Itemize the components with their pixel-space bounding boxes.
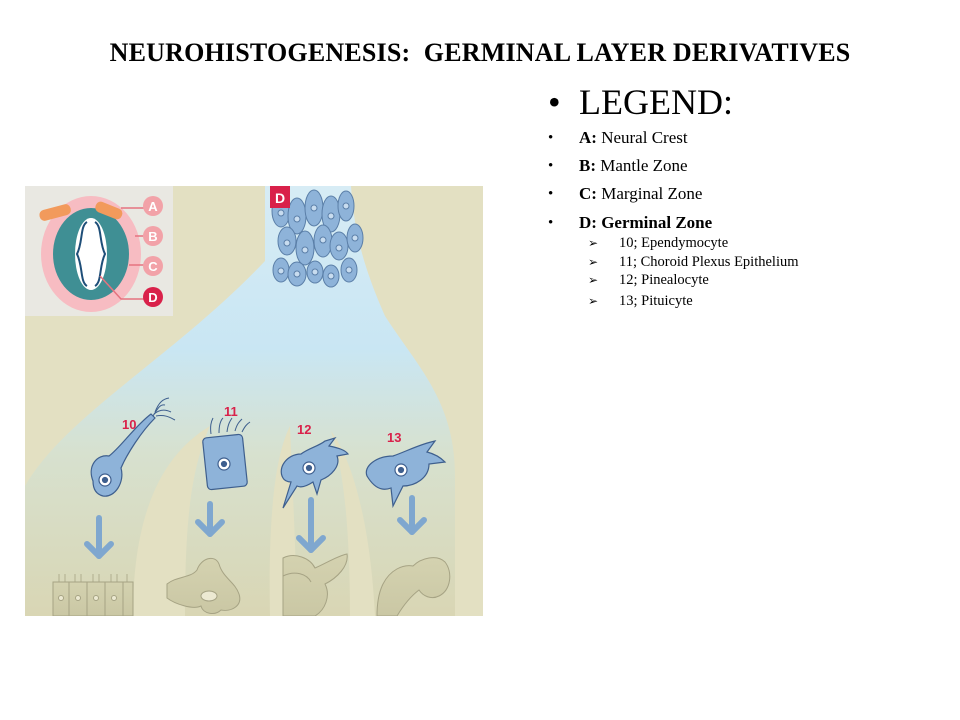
neurohistogenesis-figure: D A B C D 1 xyxy=(25,186,483,616)
legend-subitem-label: 12; Pinealocyte xyxy=(619,272,709,288)
germinal-zone-cluster xyxy=(271,189,364,288)
legend-subitem-label: 11; Choroid Plexus Epithelium xyxy=(619,254,799,270)
ependymocyte-cell xyxy=(90,397,176,497)
source-zone-label: D xyxy=(270,186,290,208)
source-zone-letter: D xyxy=(275,190,285,206)
arrowhead-bullet-icon: ➢ xyxy=(588,255,599,269)
legend-heading-colon: : xyxy=(722,82,733,122)
legend-label: Marginal Zone xyxy=(596,184,703,203)
cell-number-11: 11 xyxy=(224,404,238,419)
bullet-icon: • xyxy=(548,215,554,231)
legend-heading-text: LEGEND xyxy=(579,82,723,122)
differentiation-arrows xyxy=(84,495,427,559)
bullet-icon: • xyxy=(548,130,554,146)
legend-key: C: xyxy=(579,184,597,203)
legend-key: D: xyxy=(579,213,597,232)
pituicyte-cell xyxy=(365,440,447,509)
arrowhead-bullet-icon: ➢ xyxy=(588,294,599,308)
mature-choroid-plexus xyxy=(166,557,241,614)
inset-label-d: D xyxy=(148,290,157,305)
inset-label-a: A xyxy=(148,199,158,214)
arrowhead-bullet-icon: ➢ xyxy=(588,236,599,250)
differentiation-stream xyxy=(25,186,455,616)
inset-label-b: B xyxy=(148,229,157,244)
down-arrow-icon xyxy=(84,515,114,559)
legend-key: B: xyxy=(579,156,596,175)
slide-title: NEUROHISTOGENESIS: GERMINAL LAYER DERIVA… xyxy=(109,38,851,67)
legend-key: A: xyxy=(579,128,597,147)
legend-label: Neural Crest xyxy=(596,128,688,147)
neural-tube-inset: A B C D xyxy=(25,186,173,316)
mature-pineal-tissue xyxy=(282,553,348,616)
pinealocyte-cell xyxy=(280,436,350,509)
inset-label-c: C xyxy=(148,259,158,274)
down-arrow-icon xyxy=(195,501,225,537)
arrowhead-bullet-icon: ➢ xyxy=(588,273,599,287)
bullet-icon: • xyxy=(548,186,554,202)
cell-number-13: 13 xyxy=(387,430,401,445)
legend-label: Germinal Zone xyxy=(596,213,713,232)
legend-label: Mantle Zone xyxy=(596,156,688,175)
bullet-icon: • xyxy=(548,82,561,122)
mature-ependymal-lining xyxy=(52,574,134,616)
down-arrow-icon xyxy=(296,497,326,553)
mature-pituicyte-tissue xyxy=(376,557,451,616)
legend-subitem-label: 13; Pituicyte xyxy=(619,293,693,309)
cell-number-12: 12 xyxy=(297,422,311,437)
down-arrow-icon xyxy=(397,495,427,535)
legend-subitem-label: 10; Ependymocyte xyxy=(619,235,729,251)
cell-number-10: 10 xyxy=(122,417,136,432)
choroid-plexus-cell xyxy=(202,417,251,491)
bullet-icon: • xyxy=(548,158,554,174)
